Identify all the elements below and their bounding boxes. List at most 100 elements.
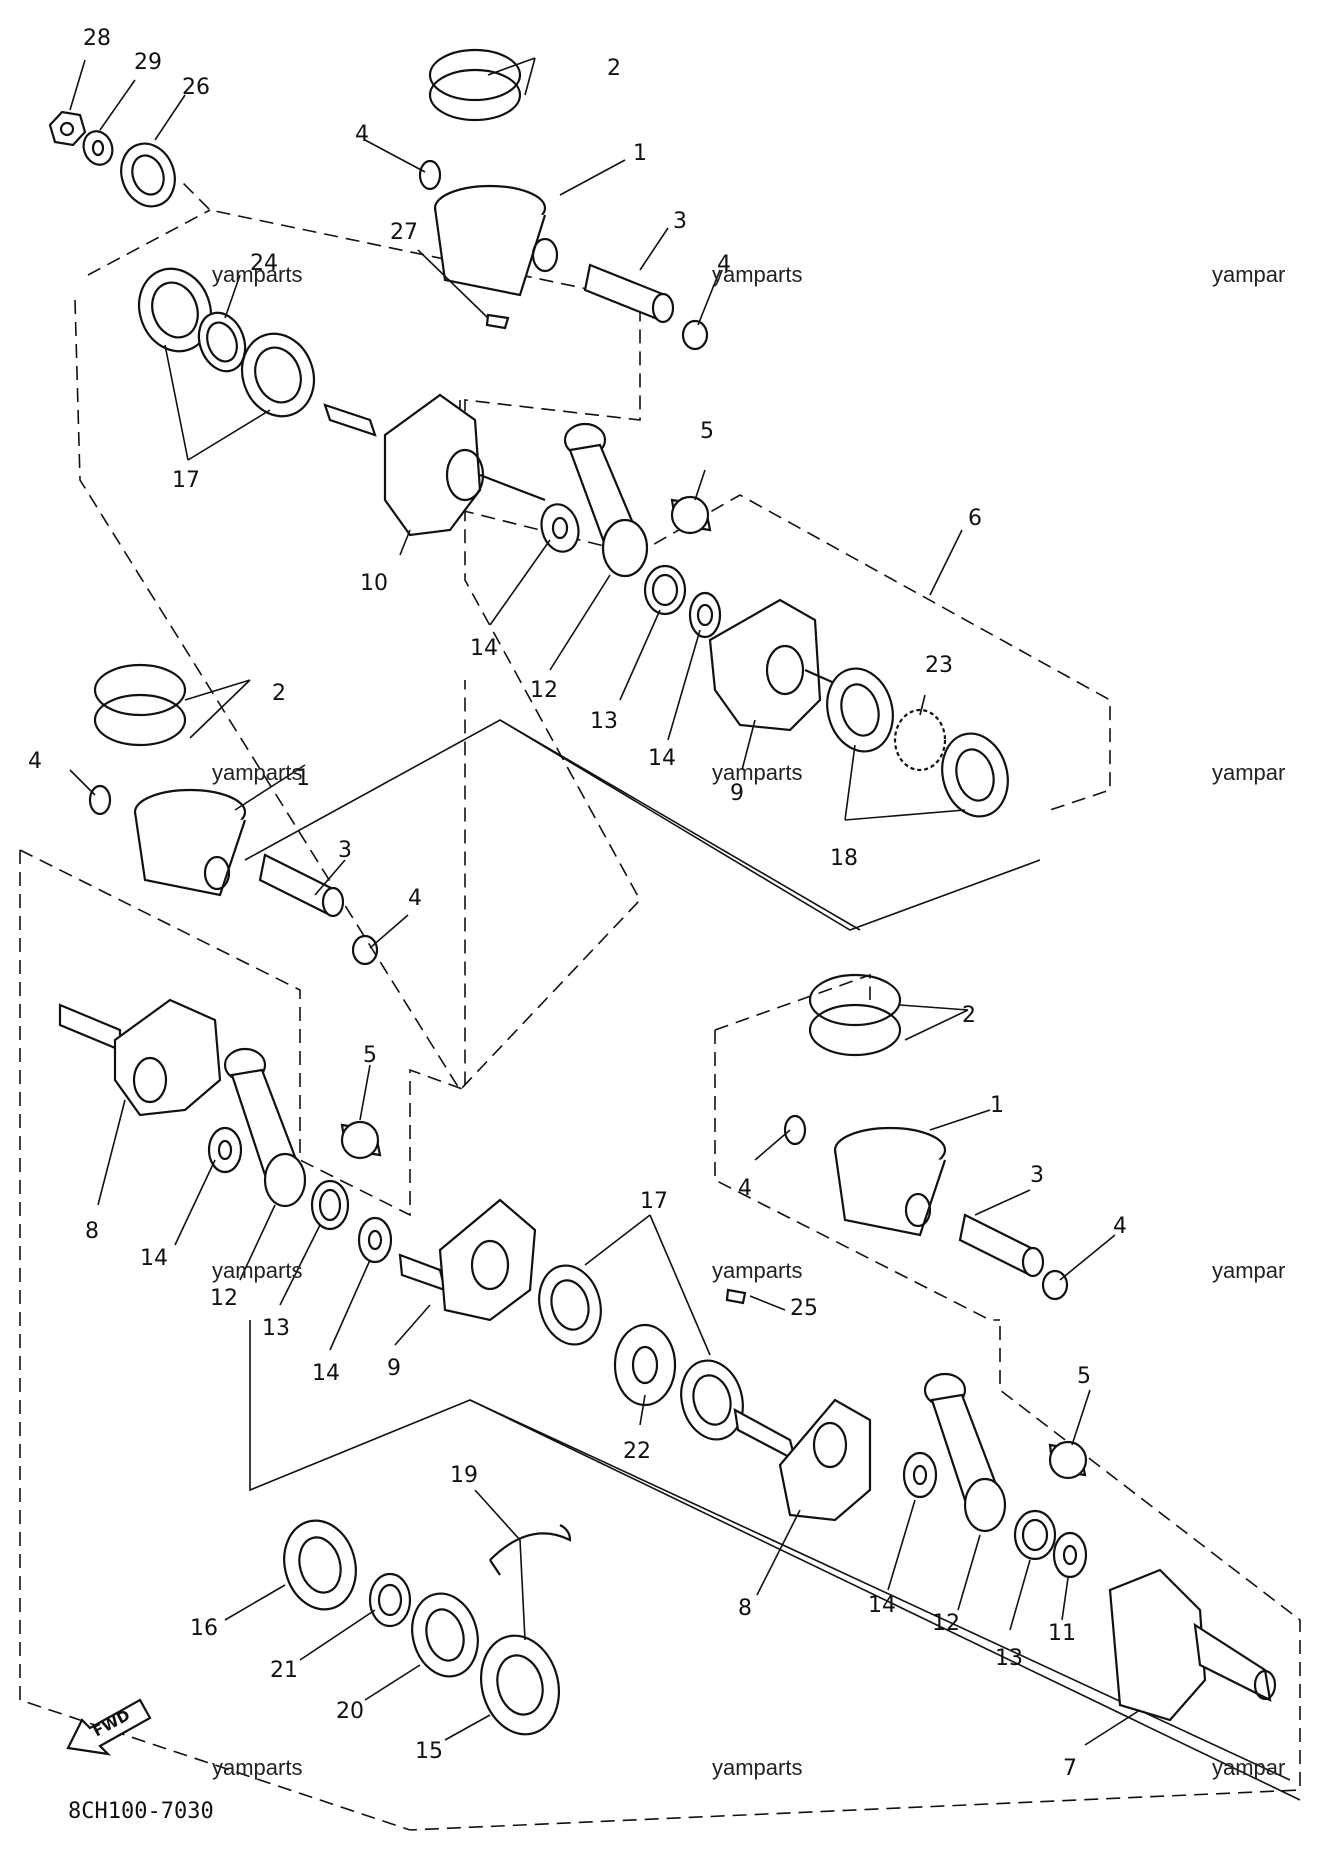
- callout-12-top: 12: [530, 678, 558, 703]
- crankshaft-10: [323, 393, 546, 537]
- callout-4-f: 4: [1113, 1214, 1127, 1239]
- crankshaft-7: [1108, 1568, 1277, 1722]
- callout-29: 29: [134, 50, 162, 75]
- bearing-5-mid: [340, 1120, 382, 1160]
- conrod-right: [923, 1372, 1007, 1533]
- pin-27: [485, 313, 510, 330]
- ring-24: [197, 311, 247, 373]
- callout-4-a: 4: [355, 122, 369, 147]
- pin-right: [958, 1213, 1045, 1278]
- callout-6: 6: [968, 506, 982, 531]
- washer-11: [1052, 1531, 1088, 1579]
- piston-rings-right: [808, 973, 902, 1057]
- bearing-16: [283, 1519, 357, 1611]
- callout-2-right: 2: [962, 1003, 976, 1028]
- bearing-13-mid: [310, 1179, 350, 1231]
- callout-28: 28: [83, 26, 111, 51]
- callout-4-b: 4: [717, 252, 731, 277]
- callout-7: 7: [1063, 1756, 1077, 1781]
- watermark: yamparts: [712, 262, 802, 287]
- parts: [48, 48, 1277, 1736]
- callout-13-top: 13: [590, 709, 618, 734]
- bearing-upper-right: [241, 332, 315, 418]
- crank-web-8-lower: [733, 1398, 872, 1522]
- callout-17-mid: 17: [640, 1189, 668, 1214]
- callout-2-top: 2: [607, 56, 621, 81]
- bearing-17-mid: [538, 1264, 602, 1346]
- watermark: yamparts: [212, 760, 302, 785]
- clip-top-left: [418, 159, 442, 191]
- piston-rings-mid: [93, 663, 187, 747]
- watermark-truncated: yampar: [1212, 760, 1285, 785]
- callout-22: 22: [623, 1439, 651, 1464]
- clip-top-right: [681, 319, 709, 351]
- callout-20: 20: [336, 1699, 364, 1724]
- callout-14-e: 14: [868, 1593, 896, 1618]
- bearing-17-right: [680, 1359, 744, 1441]
- watermark: yamparts: [212, 1258, 302, 1283]
- watermark: yamparts: [212, 262, 302, 287]
- watermark-truncated: yampar: [1212, 1258, 1285, 1283]
- clip-mid-right: [351, 934, 379, 966]
- crank-web-9-mid: [398, 1198, 537, 1322]
- watermark: yamparts: [712, 1258, 802, 1283]
- callout-14-a: 14: [470, 636, 498, 661]
- labyrinth-23: [893, 708, 947, 772]
- callout-1-top: 1: [633, 141, 647, 166]
- callout-9-mid: 9: [387, 1356, 401, 1381]
- bearing-18-right: [941, 732, 1009, 818]
- bearing-upper-left: [138, 267, 212, 353]
- washer-14-right: [902, 1451, 938, 1499]
- callout-labels: 28 29 26 2 1 4 3 27 24 4 17 5 10 6 14 12…: [28, 26, 1127, 1781]
- labyrinth-22: [613, 1323, 677, 1407]
- bearing-5-right: [1048, 1440, 1088, 1480]
- callout-14-b: 14: [648, 746, 676, 771]
- seal-20: [411, 1592, 479, 1678]
- fwd-arrow-icon: FWD: [66, 1698, 152, 1756]
- callout-23: 23: [925, 653, 953, 678]
- clip-mid-left: [88, 784, 112, 816]
- watermark: yamparts: [712, 760, 802, 785]
- watermark: yamparts: [712, 1755, 802, 1780]
- pin-25: [725, 1288, 747, 1305]
- callout-10: 10: [360, 571, 388, 596]
- callout-1-right: 1: [990, 1093, 1004, 1118]
- pin-top: [583, 263, 675, 324]
- leader-lines: [69, 57, 1141, 1746]
- callout-5-right: 5: [1077, 1364, 1091, 1389]
- callout-9-top: 9: [730, 781, 744, 806]
- callout-17-top: 17: [172, 468, 200, 493]
- callout-13-right: 13: [995, 1646, 1023, 1671]
- washer-29: [82, 130, 114, 166]
- pin-mid: [258, 853, 345, 918]
- snap-ring-19: [489, 1524, 572, 1576]
- callout-11: 11: [1048, 1621, 1076, 1646]
- washer-14-mid: [688, 591, 722, 639]
- washer-14-top: [540, 503, 580, 553]
- callout-2-mid: 2: [272, 681, 286, 706]
- callout-13-mid: 13: [262, 1316, 290, 1341]
- piston-mid: [133, 788, 247, 897]
- callout-19: 19: [450, 1463, 478, 1488]
- callout-16: 16: [190, 1616, 218, 1641]
- callout-1-mid: 1: [296, 766, 310, 791]
- piston-top: [433, 184, 559, 297]
- clip-right-right: [1041, 1269, 1069, 1301]
- bearing-13-right: [1013, 1509, 1057, 1561]
- callout-21: 21: [270, 1658, 298, 1683]
- callout-14-c: 14: [140, 1246, 168, 1271]
- piston-rings-top: [428, 48, 522, 122]
- oil-seal-26: [120, 142, 176, 208]
- callout-8-lower: 8: [738, 1596, 752, 1621]
- callout-15: 15: [415, 1739, 443, 1764]
- callout-14-d: 14: [312, 1361, 340, 1386]
- bearing-5-top: [670, 495, 712, 535]
- bearing-18-left: [826, 667, 894, 753]
- callout-4-e: 4: [738, 1176, 752, 1201]
- bearing-13-top: [643, 564, 687, 616]
- callout-3-mid: 3: [338, 838, 352, 863]
- callout-27: 27: [390, 220, 418, 245]
- callout-12-mid: 12: [210, 1286, 238, 1311]
- callout-3-right: 3: [1030, 1163, 1044, 1188]
